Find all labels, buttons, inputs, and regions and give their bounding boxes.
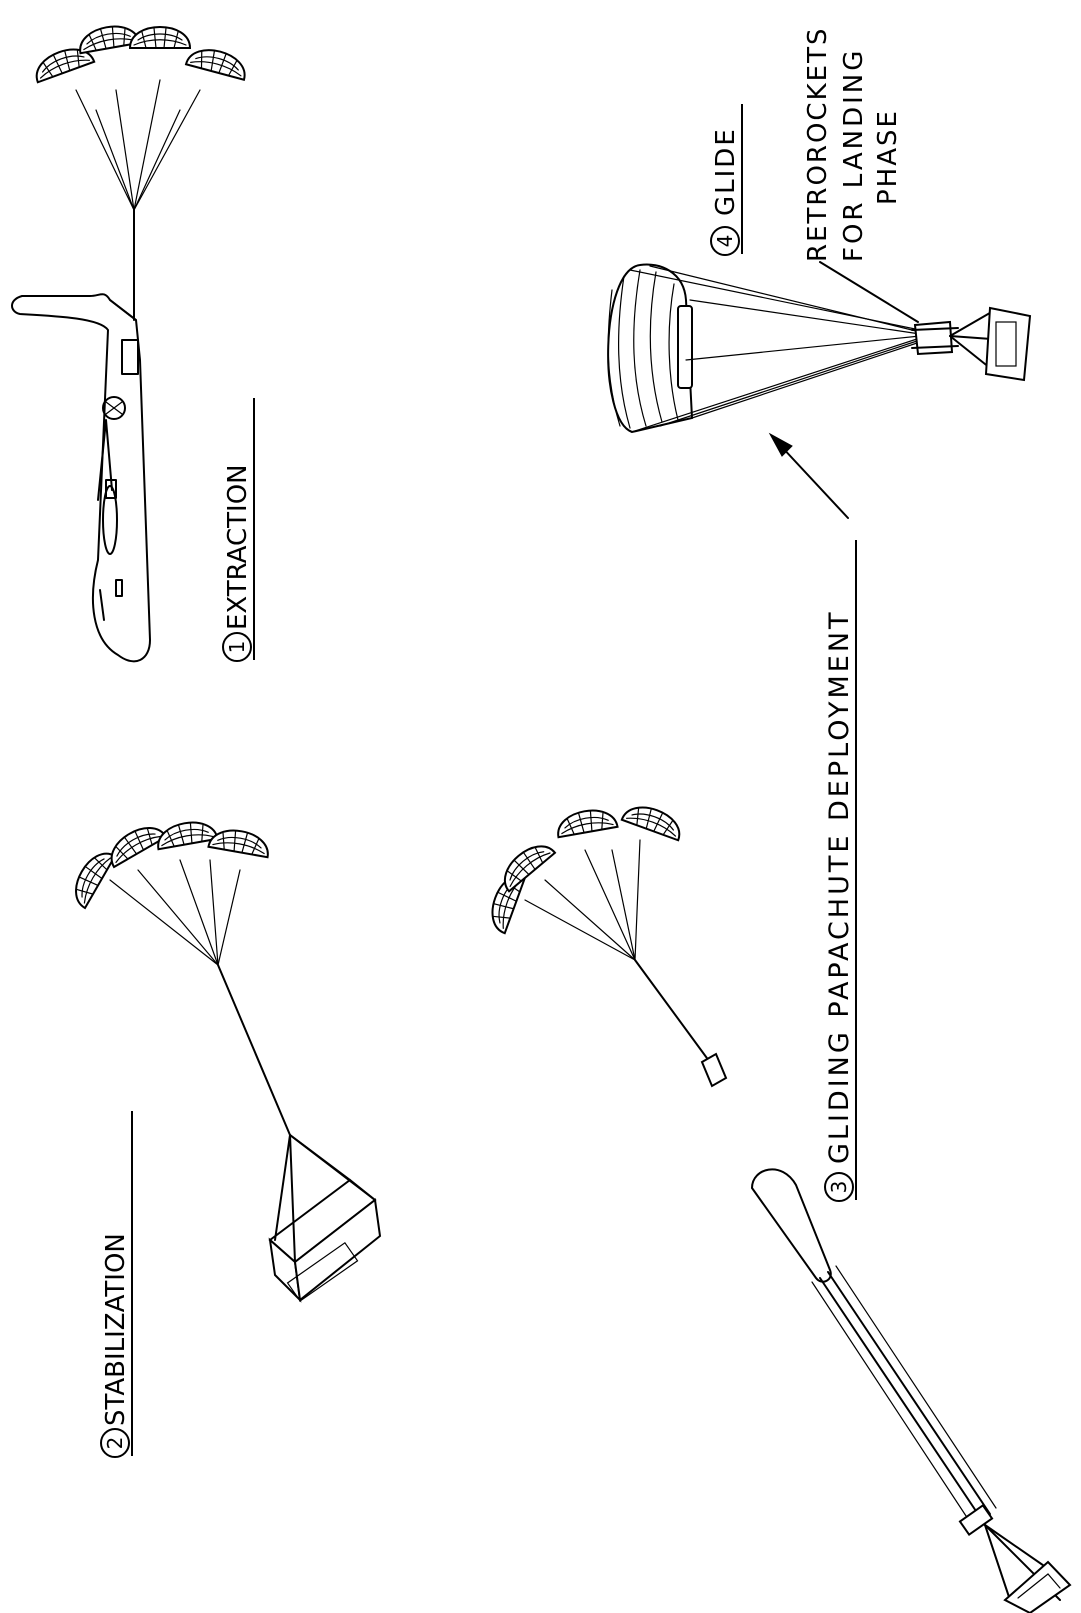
step-2-title: STABILIZATION <box>101 1233 131 1426</box>
step-4-label: 4 GLIDE <box>711 104 742 255</box>
retrorockets-callout-2: FOR LANDING <box>839 48 869 262</box>
step-1-title: EXTRACTION <box>223 464 253 630</box>
stabilization-illustration <box>67 818 380 1301</box>
step-1-number: 1 <box>225 641 249 654</box>
sequence-arrow <box>770 434 848 518</box>
step-1-label: 1 EXTRACTION <box>223 398 254 661</box>
retrorockets-callout: RETROROCKETS <box>803 27 833 262</box>
gliding-parachute-streamer <box>752 1169 1070 1613</box>
step-3-label: 3 GLIDING PAPACHUTE DEPLOYMENT <box>824 540 856 1201</box>
step-3-title: GLIDING PAPACHUTE DEPLOYMENT <box>824 609 855 1164</box>
step-3-number: 3 <box>827 1181 851 1194</box>
callout-line-3: PHASE <box>873 109 903 205</box>
retrorockets-callout-3: PHASE <box>873 109 903 205</box>
deployment-cluster-illustration <box>485 800 726 1086</box>
callout-line-2: FOR LANDING <box>839 48 869 262</box>
extraction-illustration <box>12 22 249 661</box>
step-2-label: 2 STABILIZATION <box>101 1111 132 1457</box>
step-4-title: GLIDE <box>711 127 741 216</box>
step-4-number: 4 <box>713 235 737 248</box>
glide-illustration <box>608 262 1030 432</box>
step-2-number: 2 <box>103 1437 127 1450</box>
callout-line-1: RETROROCKETS <box>803 27 833 262</box>
